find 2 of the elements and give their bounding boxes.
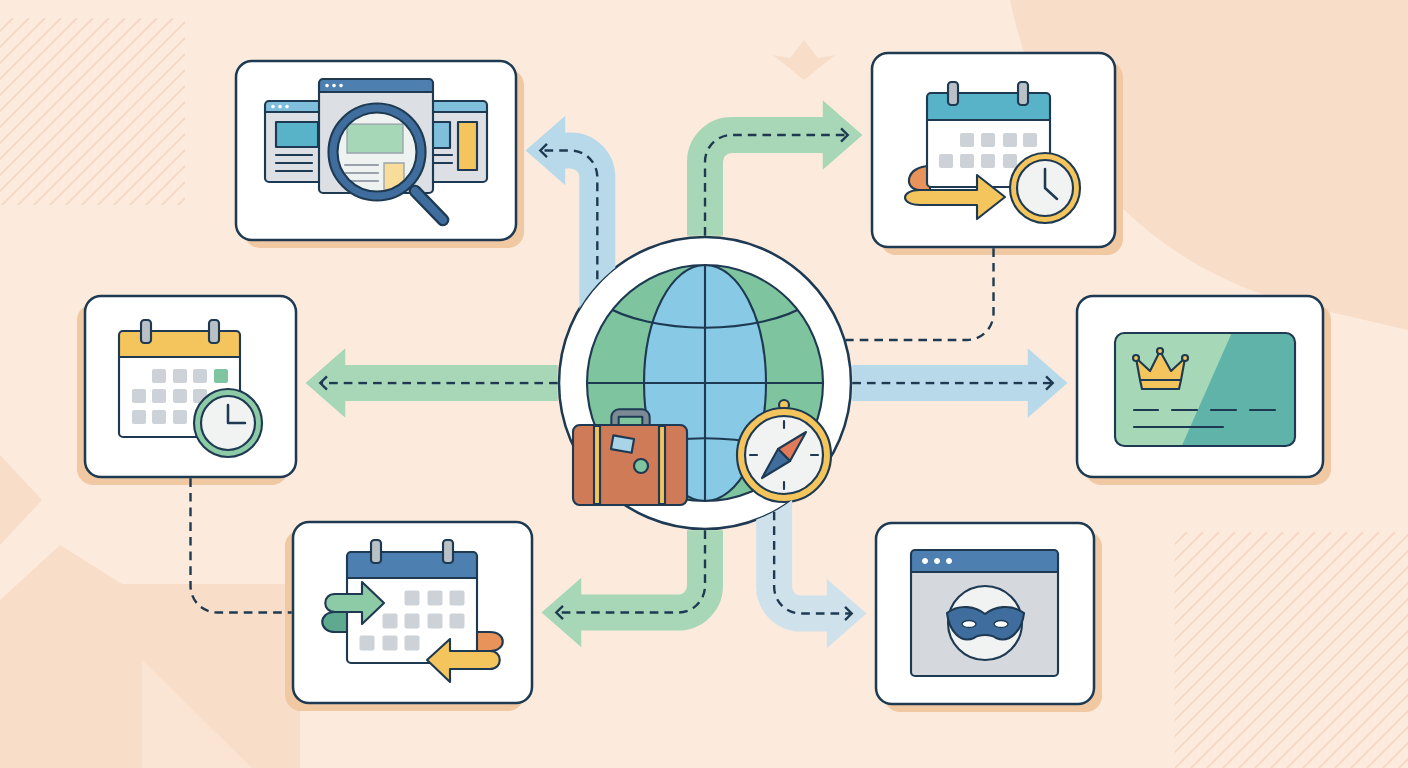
connector-line: [189, 478, 292, 614]
connector-line: [845, 248, 995, 342]
